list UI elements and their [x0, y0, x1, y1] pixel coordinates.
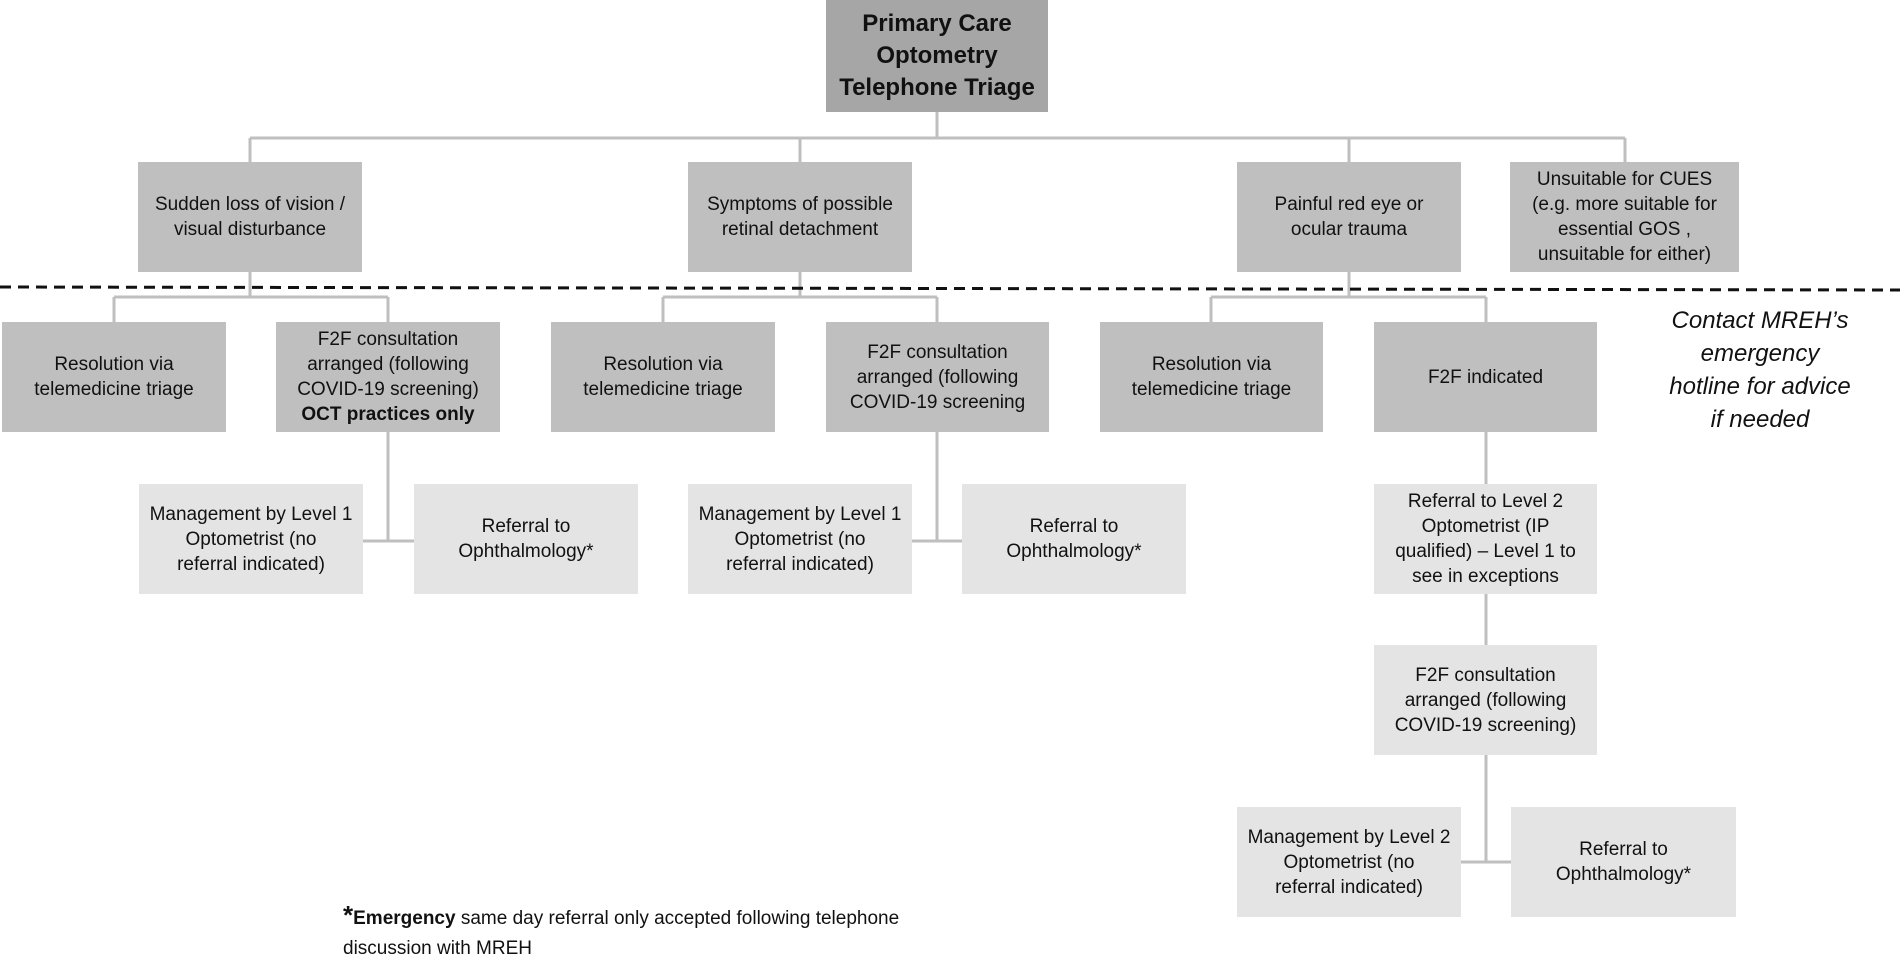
category-line: Sudden loss of vision /	[154, 194, 346, 215]
box-line: COVID-19 screening)	[297, 379, 479, 400]
footnote-asterisk: *	[343, 900, 354, 930]
category-line: visual disturbance	[173, 219, 327, 240]
box-line: Resolution via	[54, 354, 174, 375]
hotline-line: if needed	[1710, 406, 1810, 433]
box-line: Optometrist (no	[1283, 851, 1415, 873]
root-line: Telephone Triage	[839, 74, 1035, 101]
box-line: telemedicine triage	[1131, 379, 1292, 400]
box-line: F2F consultation	[867, 341, 1008, 363]
box-line: F2F consultation	[1415, 664, 1556, 686]
box-line: Ophthalmology*	[1555, 864, 1692, 885]
c-management-box: Management by Level 2 Optometrist (no re…	[1237, 807, 1461, 917]
a-referral-box: Referral to Ophthalmology*	[414, 484, 638, 594]
category-line: ocular trauma	[1290, 219, 1408, 240]
box-line: arranged (following	[856, 366, 1019, 388]
box-line: F2F indicated	[1427, 366, 1544, 388]
hotline-note: Contact MREH’s emergency hotline for adv…	[1640, 304, 1880, 436]
box-line: COVID-19 screening	[849, 391, 1026, 413]
c-resolution-box: Resolution via telemedicine triage	[1100, 322, 1323, 432]
category-line: Unsuitable for CUES	[1536, 169, 1713, 190]
box-line: referral indicated)	[1275, 876, 1423, 898]
oct-practices-note: OCT practices only	[301, 404, 475, 425]
box-line: Ophthalmology*	[1006, 541, 1142, 562]
footnote-emphasis: Emergency	[353, 908, 456, 929]
category-line: Symptoms of possible	[707, 194, 893, 215]
box-line: Optometrist (no	[734, 528, 866, 550]
b-referral-box: Referral to Ophthalmology*	[962, 484, 1186, 594]
c-referral-box: Referral to Ophthalmology*	[1511, 807, 1736, 917]
box-line: Optometrist (IP	[1421, 516, 1550, 537]
box-line: see in exceptions	[1412, 566, 1559, 587]
footnote-text: same day referral only accepted followin…	[455, 908, 900, 929]
root-line: Optometry	[876, 42, 998, 69]
category-painful-red-eye: Painful red eye or ocular trauma	[1237, 162, 1461, 272]
box-line: telemedicine triage	[583, 379, 743, 400]
box-line: arranged (following	[1404, 689, 1567, 711]
footnote: *Emergency same day referral only accept…	[343, 900, 1023, 964]
box-line: qualified) – Level 1 to	[1395, 541, 1576, 562]
box-line: Referral to Level 2	[1407, 491, 1564, 512]
box-line: arranged (following	[307, 354, 469, 375]
b-resolution-box: Resolution via telemedicine triage	[551, 322, 775, 432]
footnote-line-2: discussion with MREH	[343, 938, 532, 959]
a-resolution-box: Resolution via telemedicine triage	[2, 322, 226, 432]
root-line: Primary Care	[862, 10, 1012, 37]
box-line: Ophthalmology*	[458, 541, 594, 562]
category-line: unsuitable for either)	[1537, 244, 1712, 265]
c-referral-level2-box: Referral to Level 2 Optometrist (IP qual…	[1374, 484, 1597, 594]
a-management-box: Management by Level 1 Optometrist (no re…	[139, 484, 363, 594]
c-f2f-consultation-box: F2F consultation arranged (following COV…	[1374, 645, 1597, 755]
box-line: Referral to	[1029, 516, 1119, 537]
box-line: Resolution via	[603, 354, 723, 375]
b-management-box: Management by Level 1 Optometrist (no re…	[688, 484, 912, 594]
box-line: telemedicine triage	[34, 379, 194, 400]
box-line: referral indicated)	[726, 553, 874, 575]
box-line: referral indicated)	[177, 553, 325, 575]
category-line: essential GOS ,	[1557, 219, 1692, 240]
box-line: COVID-19 screening)	[1394, 714, 1577, 736]
box-line: F2F consultation	[317, 329, 459, 350]
category-sudden-loss: Sudden loss of vision / visual disturban…	[138, 162, 362, 272]
root-box: Primary Care Optometry Telephone Triage	[826, 0, 1048, 112]
hotline-line: hotline for advice	[1669, 373, 1851, 400]
box-line: Optometrist (no	[185, 528, 317, 550]
hotline-line: emergency	[1700, 340, 1820, 367]
hotline-line: Contact MREH’s	[1671, 307, 1849, 334]
box-line: Referral to	[481, 516, 571, 537]
category-line: retinal detachment	[721, 219, 879, 240]
box-line: Management by Level 2	[1247, 826, 1451, 848]
box-line: Management by Level 1	[149, 503, 353, 525]
b-f2f-consultation-box: F2F consultation arranged (following COV…	[826, 322, 1049, 432]
a-f2f-consultation-box: F2F consultation arranged (following COV…	[276, 322, 500, 432]
footnote-line-1: *Emergency same day referral only accept…	[343, 900, 1023, 934]
dashed-divider	[0, 285, 1900, 292]
box-line: Resolution via	[1151, 354, 1272, 375]
category-unsuitable: Unsuitable for CUES (e.g. more suitable …	[1510, 162, 1739, 272]
category-line: (e.g. more suitable for	[1532, 194, 1717, 215]
category-retinal-detachment: Symptoms of possible retinal detachment	[688, 162, 912, 272]
box-line: Management by Level 1	[698, 503, 902, 525]
category-line: Painful red eye or	[1274, 194, 1424, 215]
c-f2f-indicated-box: F2F indicated	[1374, 322, 1597, 432]
box-line: Referral to	[1579, 839, 1668, 860]
